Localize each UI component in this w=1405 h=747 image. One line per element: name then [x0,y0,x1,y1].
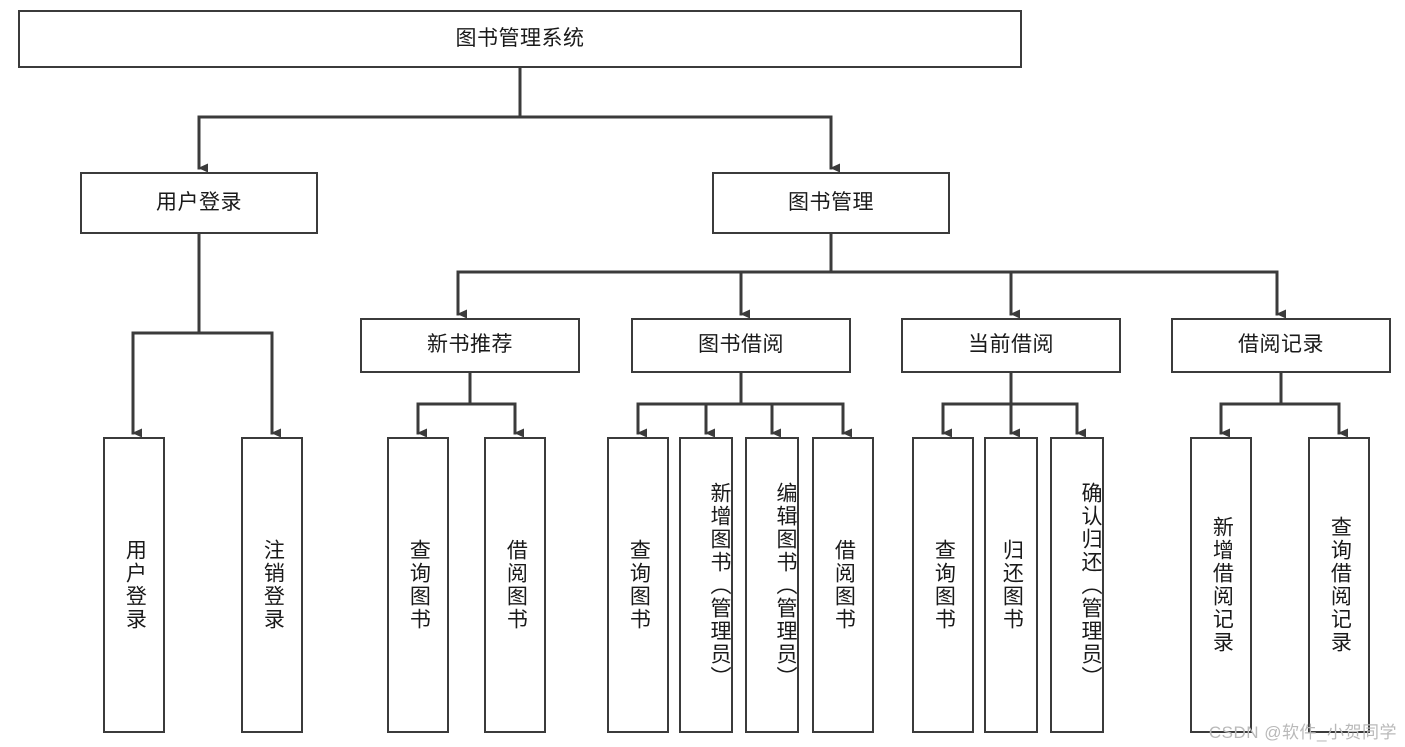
node-label: 借阅图书 [504,539,528,631]
csdn-watermark: CSDN @软件_小贺同学 [1208,723,1397,742]
leaf-add-borrow-record[interactable]: 新增借阅记录 [1190,437,1252,733]
node-label: 注销登录 [261,539,285,631]
node-label: 图书借阅 [698,333,784,357]
node-label: 用户登录 [156,190,242,214]
node-label: 当前借阅 [968,333,1054,357]
leaf-borrow-book-recommend[interactable]: 借阅图书 [484,437,546,733]
leaf-confirm-return[interactable]: 确认归还（管理员） [1050,437,1104,733]
node-new-book-recommend[interactable]: 新书推荐 [360,318,580,373]
leaf-query-borrow-record[interactable]: 查询借阅记录 [1308,437,1370,733]
leaf-add-book[interactable]: 新增图书（管理员） [679,437,733,733]
leaf-edit-book[interactable]: 编辑图书（管理员） [745,437,799,733]
node-current-borrow[interactable]: 当前借阅 [901,318,1121,373]
node-label: 图书管理 [788,190,874,214]
leaf-return-book[interactable]: 归还图书 [984,437,1038,733]
node-label: 确认归还（管理员） [1079,481,1102,689]
node-label: 编辑图书（管理员） [774,481,797,689]
node-label: 查询图书 [627,539,651,631]
node-root-system[interactable]: 图书管理系统 [18,10,1022,68]
node-label: 归还图书 [1000,539,1024,631]
leaf-user-login[interactable]: 用户登录 [103,437,165,733]
node-label: 新增借阅记录 [1210,516,1234,654]
leaf-logout[interactable]: 注销登录 [241,437,303,733]
node-label: 图书管理系统 [455,26,585,50]
node-label: 查询图书 [932,539,956,631]
node-book-borrow[interactable]: 图书借阅 [631,318,851,373]
node-label: 借阅记录 [1238,333,1324,357]
node-label: 查询借阅记录 [1328,516,1352,654]
node-label: 用户登录 [123,539,147,631]
node-label: 查询图书 [407,539,431,631]
node-label: 新书推荐 [427,333,513,357]
leaf-query-book-current[interactable]: 查询图书 [912,437,974,733]
leaf-borrow-book[interactable]: 借阅图书 [812,437,874,733]
leaf-query-book-borrow[interactable]: 查询图书 [607,437,669,733]
leaf-query-book-recommend[interactable]: 查询图书 [387,437,449,733]
node-user-login[interactable]: 用户登录 [80,172,318,234]
node-label: 借阅图书 [832,539,856,631]
node-label: 新增图书（管理员） [708,481,731,689]
node-borrow-record[interactable]: 借阅记录 [1171,318,1391,373]
node-book-manage[interactable]: 图书管理 [712,172,950,234]
